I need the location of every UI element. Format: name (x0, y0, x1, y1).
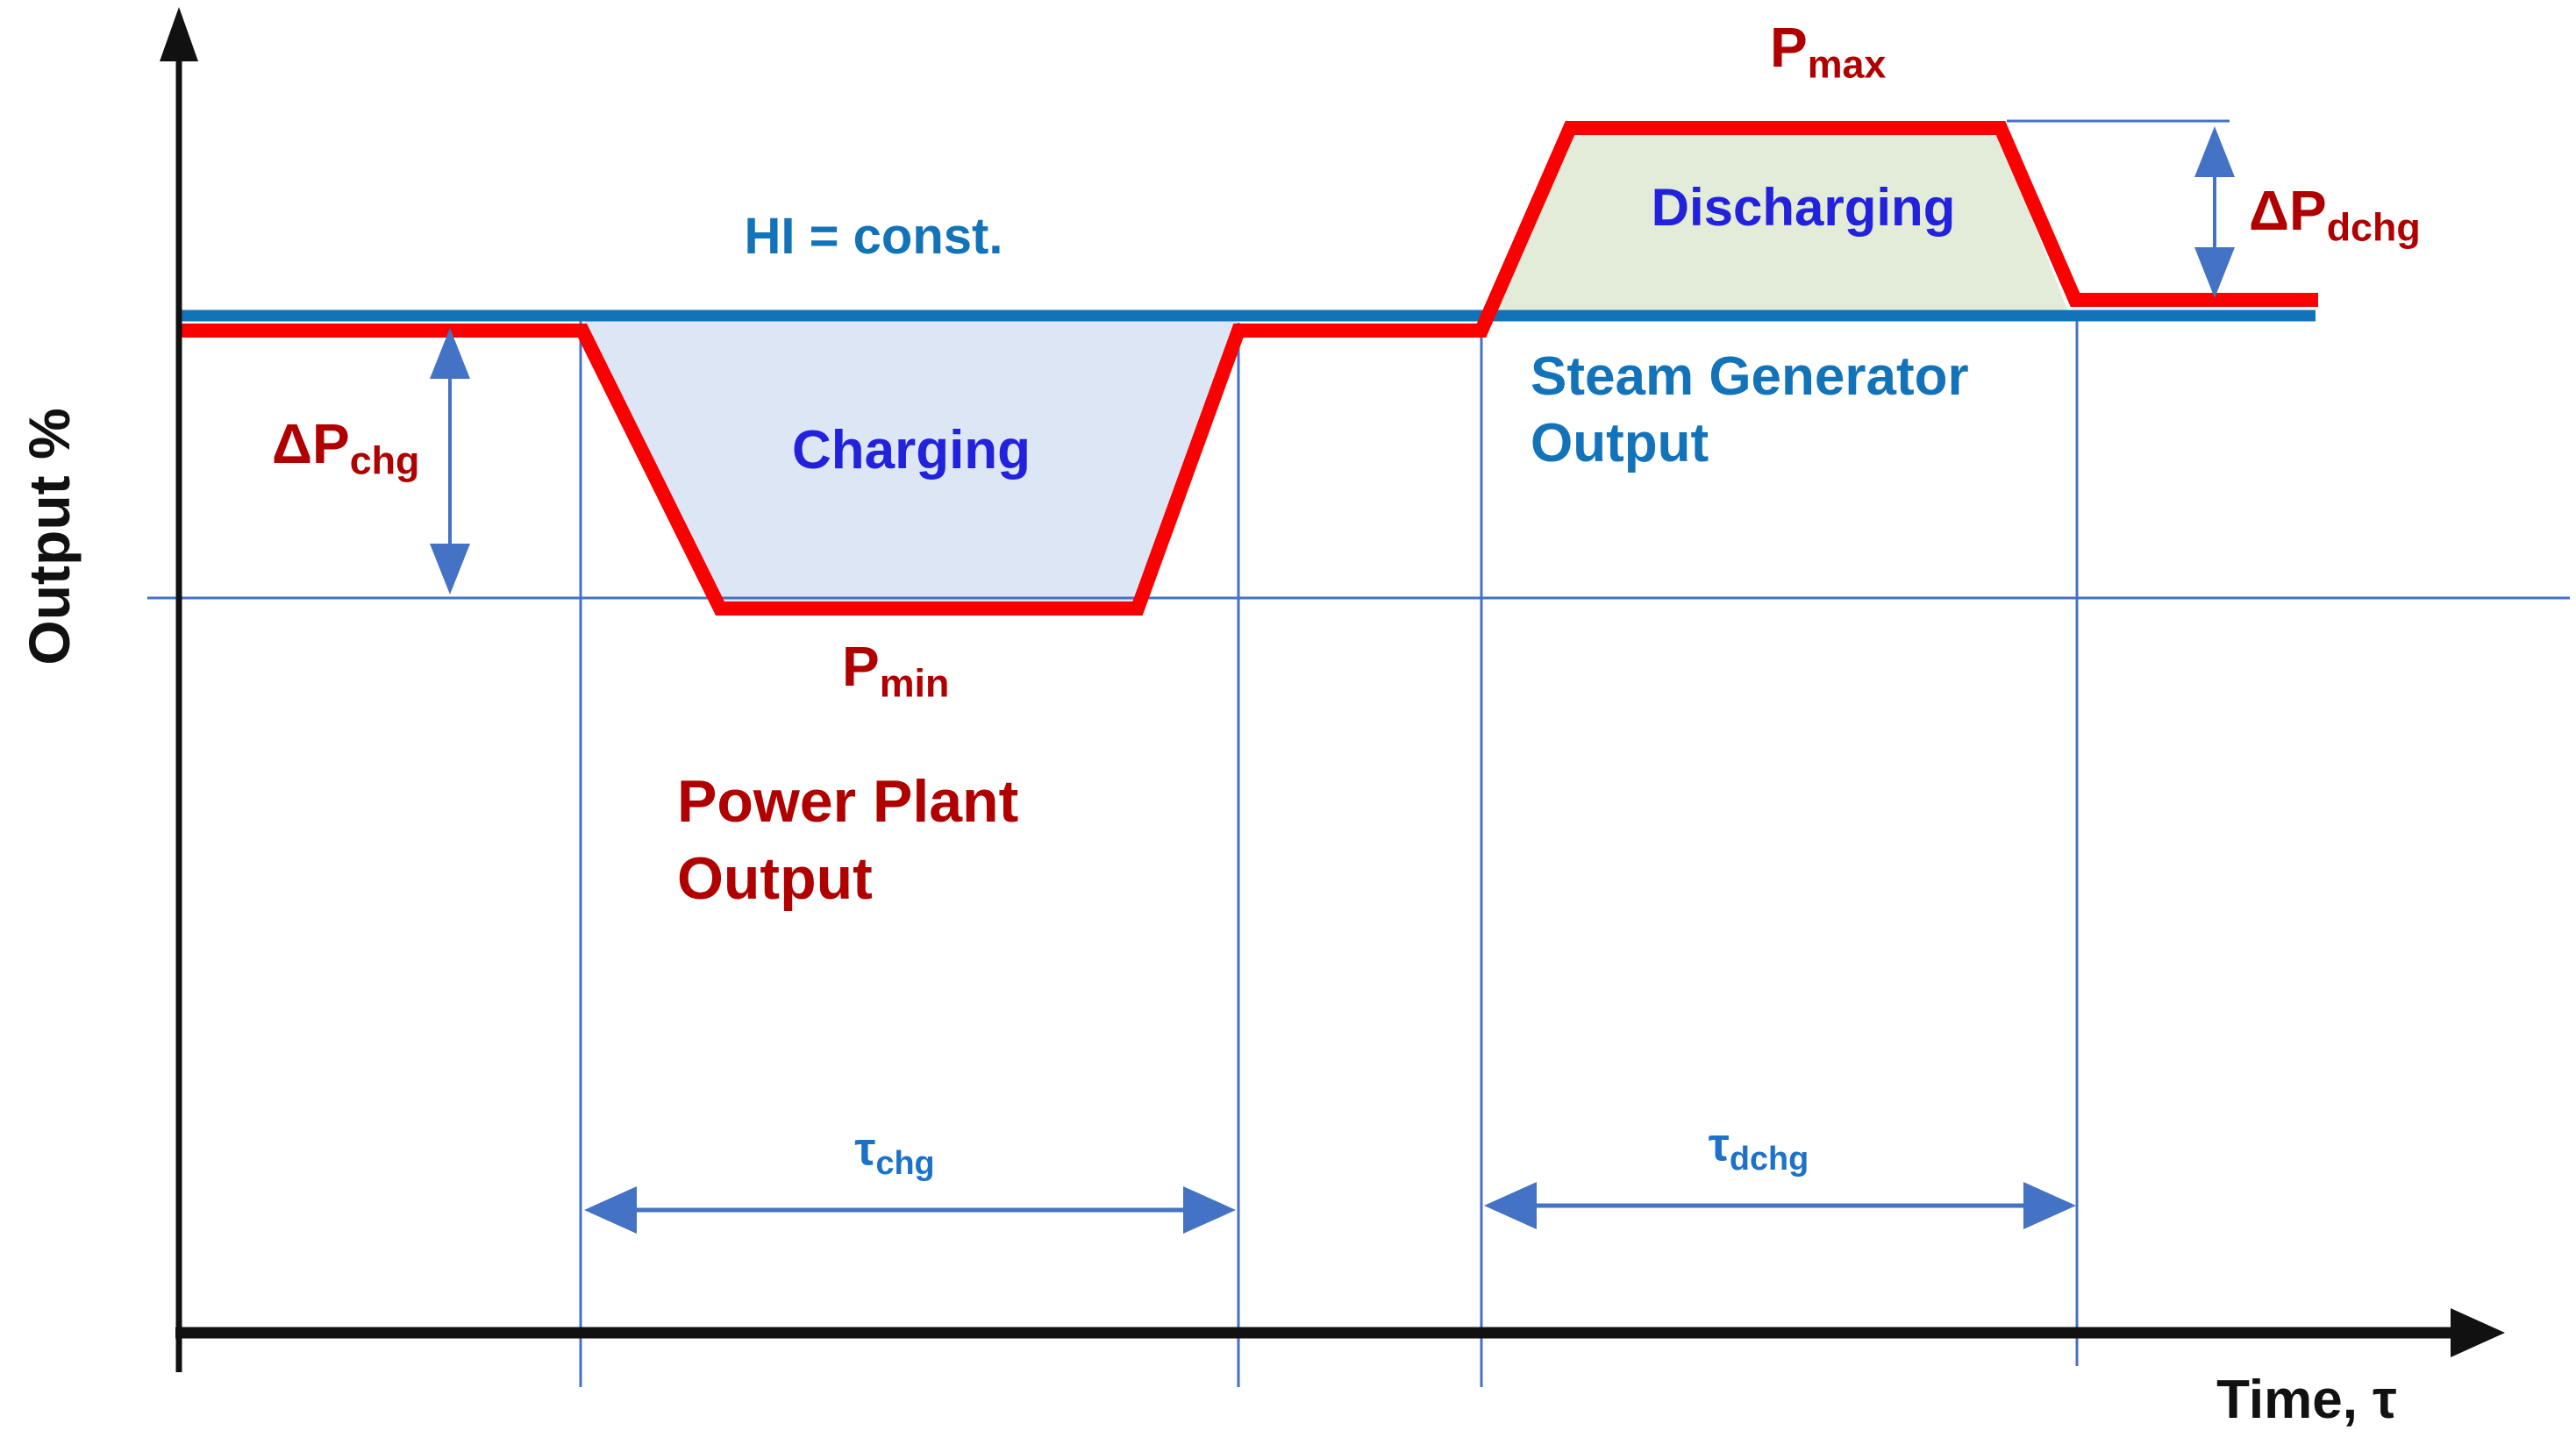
y-axis-arrowhead (160, 7, 198, 61)
tau-chg-subscript: chg (875, 1144, 935, 1182)
p-max-subscript: max (1807, 42, 1887, 87)
tau-dchg-symbol: τ (1708, 1118, 1730, 1171)
delta-p-dchg-label: ΔPdchg (2249, 182, 2421, 247)
x-axis-title: Time, τ (2216, 1370, 2397, 1430)
hi-line-label: HI = const. (744, 208, 1003, 265)
charging-zone-label: Charging (791, 420, 1031, 480)
p-min-label: Pmin (842, 638, 949, 703)
delta-p-chg-subscript: chg (349, 438, 420, 483)
tau-chg-symbol: τ (854, 1122, 876, 1176)
delta-p-dchg-arrowhead-down (2194, 247, 2235, 298)
p-max-symbol: P (1770, 16, 1808, 79)
delta-p-chg-arrowhead-down (430, 544, 470, 594)
power-plant-output-label-line2: Output (677, 845, 873, 912)
power-plant-output-label: Power Plant Output (677, 763, 1018, 917)
tau-dchg-arrowhead-right (2023, 1182, 2076, 1229)
discharging-area (1491, 128, 2070, 316)
delta-p-dchg-arrowhead-up (2194, 126, 2235, 177)
steam-generator-output-label: Steam Generator Output (1531, 344, 1969, 477)
delta-p-chg-label: ΔPchg (272, 416, 419, 480)
tau-chg-label: τchg (854, 1125, 934, 1180)
p-max-label: Pmax (1770, 19, 1886, 84)
tau-chg-arrowhead-left (584, 1186, 637, 1234)
tau-dchg-subscript: dchg (1729, 1140, 1809, 1178)
tau-chg-arrowhead-right (1183, 1186, 1236, 1234)
plant-output-curve (181, 121, 2318, 616)
discharging-zone-label: Discharging (1651, 178, 1956, 237)
power-plant-output-label-line1: Power Plant (677, 768, 1019, 835)
p-min-subscript: min (879, 661, 950, 706)
delta-p-chg-arrowhead-up (430, 328, 470, 379)
steam-generator-output-label-line2: Output (1531, 413, 1709, 473)
y-axis-title: Output % (17, 408, 82, 666)
steam-generator-output-label-line1: Steam Generator (1531, 346, 1969, 407)
delta-p-dchg-symbol: ΔP (2249, 179, 2327, 242)
charging-area (582, 317, 1238, 609)
tau-dchg-label: τdchg (1709, 1121, 1809, 1176)
x-axis-arrowhead (2451, 1308, 2505, 1357)
p-min-symbol: P (842, 635, 880, 698)
tau-dchg-arrowhead-left (1484, 1182, 1537, 1229)
delta-p-chg-symbol: ΔP (272, 412, 350, 475)
delta-p-dchg-subscript: dchg (2326, 205, 2421, 250)
